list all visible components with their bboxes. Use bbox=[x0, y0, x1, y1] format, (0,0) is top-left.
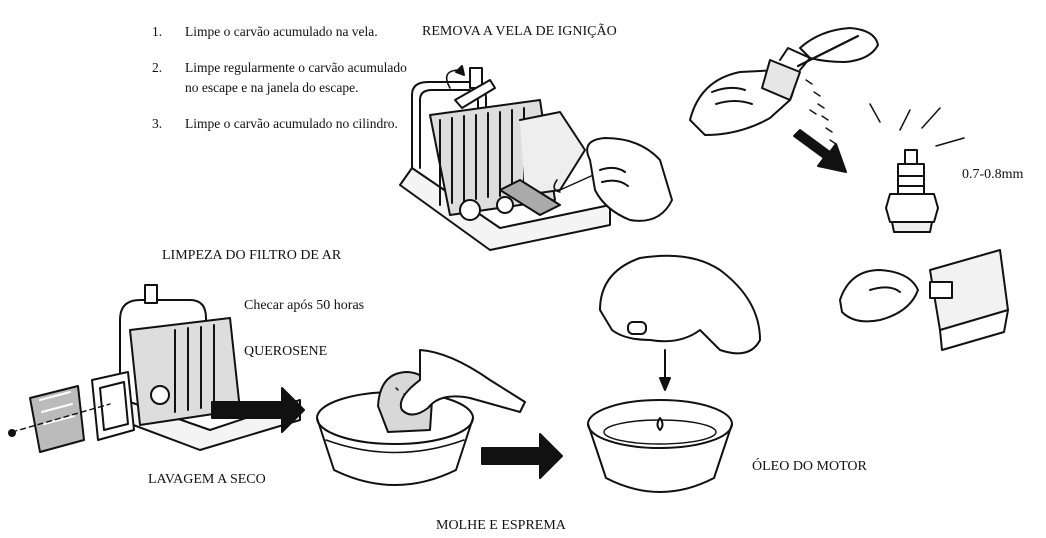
label-air-filter-title: LIMPEZA DO FILTRO DE AR bbox=[162, 248, 342, 263]
basin-engine-oil bbox=[587, 399, 733, 493]
step-text: Limpe o carvão acumulado no cilindro. bbox=[185, 116, 398, 131]
label-wet-squeeze: MOLHE E ESPREMA bbox=[436, 518, 566, 533]
spark-plug-gauge bbox=[869, 103, 965, 233]
step-text: Limpe regularmente o carvão acumulado no… bbox=[185, 60, 407, 95]
air-cleaner-cover-with-hand bbox=[839, 249, 1009, 351]
basin-kerosene bbox=[316, 349, 526, 486]
step-item-2: 2. Limpe regularmente o carvão acumulado… bbox=[152, 58, 412, 98]
arrow-to-oil bbox=[481, 433, 563, 479]
cleaning-steps-list: 1. Limpe o carvão acumulado na vela. 2. … bbox=[152, 22, 412, 134]
label-engine-oil: ÓLEO DO MOTOR bbox=[752, 459, 867, 474]
label-dry-wash: LAVAGEM A SECO bbox=[148, 472, 266, 487]
step-item-1: 1. Limpe o carvão acumulado na vela. bbox=[152, 22, 412, 42]
engine-illustration-top bbox=[399, 65, 611, 251]
air-filter-exploded bbox=[8, 371, 135, 453]
label-check-interval: Checar após 50 horas bbox=[244, 298, 365, 313]
label-remove-spark-plug: REMOVA A VELA DE IGNIÇÃO bbox=[422, 24, 617, 39]
hand-squeezing-filter bbox=[599, 254, 761, 391]
label-spark-plug-gap: 0.7-0.8mm bbox=[962, 167, 1024, 182]
step-number: 2. bbox=[152, 60, 163, 75]
label-kerosene: QUEROSENE bbox=[244, 344, 328, 359]
step-text: Limpe o carvão acumulado na vela. bbox=[185, 24, 378, 39]
step-number: 1. bbox=[152, 24, 163, 39]
down-arrow-spark-plug bbox=[793, 129, 847, 173]
step-item-3: 3. Limpe o carvão acumulado no cilindro. bbox=[152, 114, 412, 134]
hand-spark-plug-wire bbox=[553, 137, 673, 222]
engine-illustration-bottom bbox=[119, 284, 301, 451]
hand-with-brush bbox=[796, 27, 879, 145]
step-number: 3. bbox=[152, 116, 163, 131]
hand-holding-spark-plug bbox=[689, 47, 811, 136]
arrow-to-kerosene bbox=[211, 387, 305, 433]
